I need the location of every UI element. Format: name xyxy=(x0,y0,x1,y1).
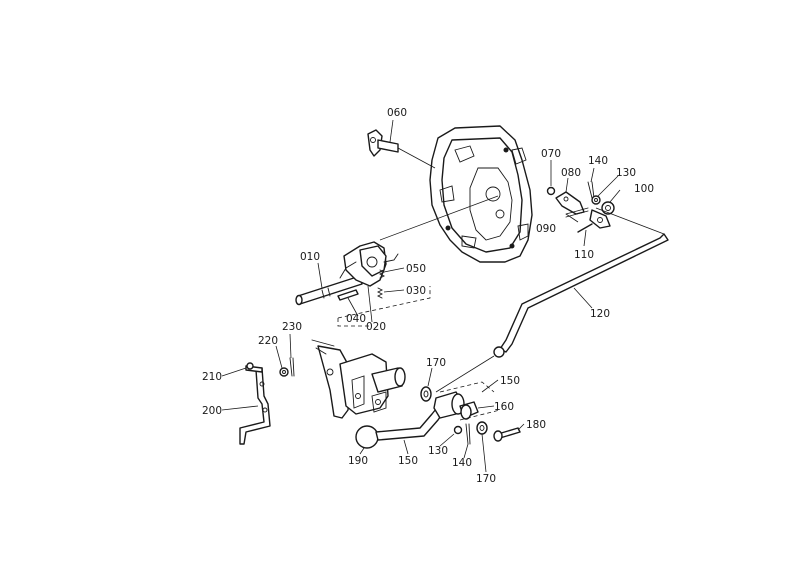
part-220-nut xyxy=(279,367,289,377)
callout-110: 110 xyxy=(574,249,594,261)
part-130-washer-bottom xyxy=(453,425,463,435)
callout-160: 160 xyxy=(494,401,514,413)
part-070-ball xyxy=(546,186,556,196)
callout-050: 050 xyxy=(406,263,426,275)
callout-150-bottom: 150 xyxy=(398,455,418,467)
part-060-lever xyxy=(367,129,436,169)
part-150-pedal-lever xyxy=(375,391,465,441)
callout-070: 070 xyxy=(541,148,561,160)
part-050-spring xyxy=(378,269,386,279)
part-010-shaft xyxy=(295,275,363,306)
callout-170-bottom: 170 xyxy=(476,473,496,485)
part-230-pin xyxy=(289,357,295,377)
part-190-knob xyxy=(355,425,379,449)
callout-140-bottom: 140 xyxy=(452,457,472,469)
part-020-fork xyxy=(339,195,499,287)
callout-210: 210 xyxy=(202,371,222,383)
callout-150-top: 150 xyxy=(500,375,520,387)
part-170-washer-bottom xyxy=(476,421,488,435)
part-170-washer-top xyxy=(420,386,432,402)
callout-leaders xyxy=(221,119,621,473)
group-box-150 xyxy=(439,381,501,421)
callout-030: 030 xyxy=(406,285,426,297)
part-040-pin xyxy=(337,289,359,301)
callout-190: 190 xyxy=(348,455,368,467)
callout-040: 040 xyxy=(346,313,366,325)
callout-230: 230 xyxy=(282,321,302,333)
callout-020: 020 xyxy=(366,321,386,333)
pedal-bracket xyxy=(311,339,406,419)
part-100-joint xyxy=(589,201,615,229)
callout-labels: 060 070 080 140 130 100 090 110 010 050 … xyxy=(202,107,654,485)
callout-080: 080 xyxy=(561,167,581,179)
clutch-housing xyxy=(429,125,533,263)
callout-180: 180 xyxy=(526,419,546,431)
part-160-bushing xyxy=(459,401,479,420)
callout-130-bottom: 130 xyxy=(428,445,448,457)
callout-120: 120 xyxy=(590,308,610,320)
part-140-cotter-top xyxy=(587,181,595,199)
callout-130-top: 130 xyxy=(616,167,636,179)
part-200-bracket xyxy=(239,367,271,445)
callout-170-top: 170 xyxy=(426,357,446,369)
callout-100: 100 xyxy=(634,183,654,195)
callout-090: 090 xyxy=(536,223,556,235)
part-140-cotter-bottom xyxy=(465,423,471,445)
part-110-pin xyxy=(577,223,593,233)
part-120-rod xyxy=(493,207,669,358)
part-180-bolt xyxy=(493,427,521,442)
part-030-spring xyxy=(376,287,384,299)
callout-140-top: 140 xyxy=(588,155,608,167)
callout-220: 220 xyxy=(258,335,278,347)
group-box-040 xyxy=(337,318,372,327)
callout-060: 060 xyxy=(387,107,407,119)
leader-rod-to-lever xyxy=(435,355,495,393)
callout-010: 010 xyxy=(300,251,320,263)
callout-200: 200 xyxy=(202,405,222,417)
part-210-bolt xyxy=(245,362,263,373)
group-box-020 xyxy=(337,286,431,319)
part-130-washer-top xyxy=(591,195,601,205)
